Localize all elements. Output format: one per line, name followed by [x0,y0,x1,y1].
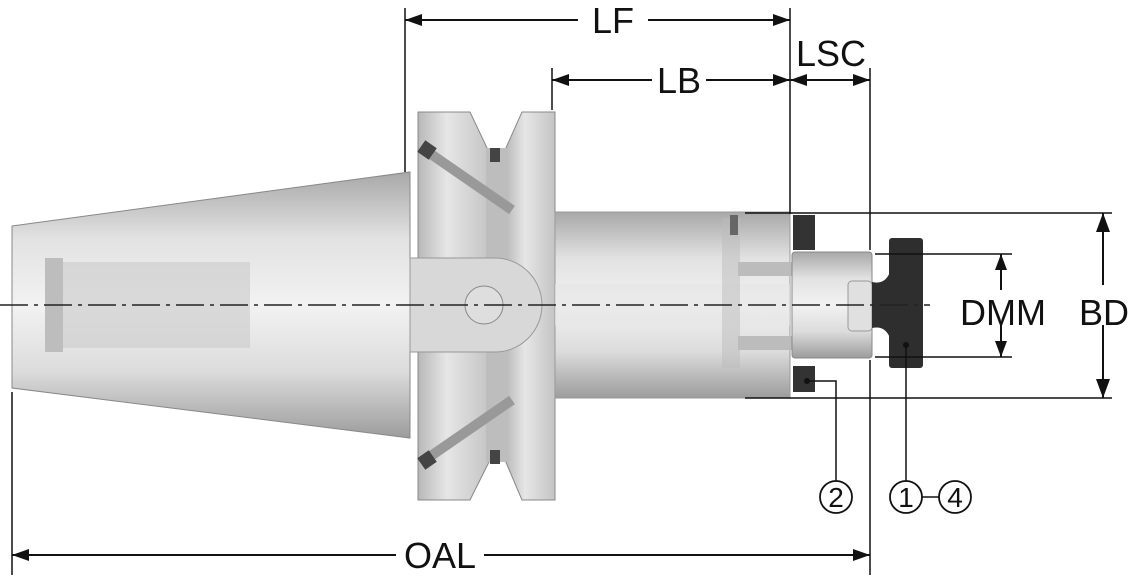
dimension-oal [12,549,870,561]
drive-key-top [793,215,815,250]
dimension-lf [405,14,790,26]
face-mill-cutter [872,238,923,368]
dimension-lb [552,74,790,86]
dimension-label-dmm: DMM [960,292,1046,333]
callout-4: 4 [938,480,972,514]
dimension-label-lf: LF [592,0,634,41]
dimension-bd [1096,213,1110,398]
dimension-label-oal: OAL [404,535,476,576]
callout-leaders [807,345,939,498]
callout-label-4: 4 [947,482,963,513]
dimension-label-lb: LB [657,60,701,101]
dimension-label-lsc: LSC [796,33,866,74]
dimension-dmm [995,254,1007,357]
drive-key-bottom [793,366,815,392]
callout-2: 2 [819,480,853,514]
callout-1: 1 [889,480,923,514]
extension-lines [11,8,1112,575]
arbor-keyways [722,215,793,368]
dimension-label-bd: BD [1079,292,1129,333]
callout-label-2: 2 [828,482,844,513]
callout-label-1: 1 [898,482,914,513]
dimension-lsc [790,74,870,86]
